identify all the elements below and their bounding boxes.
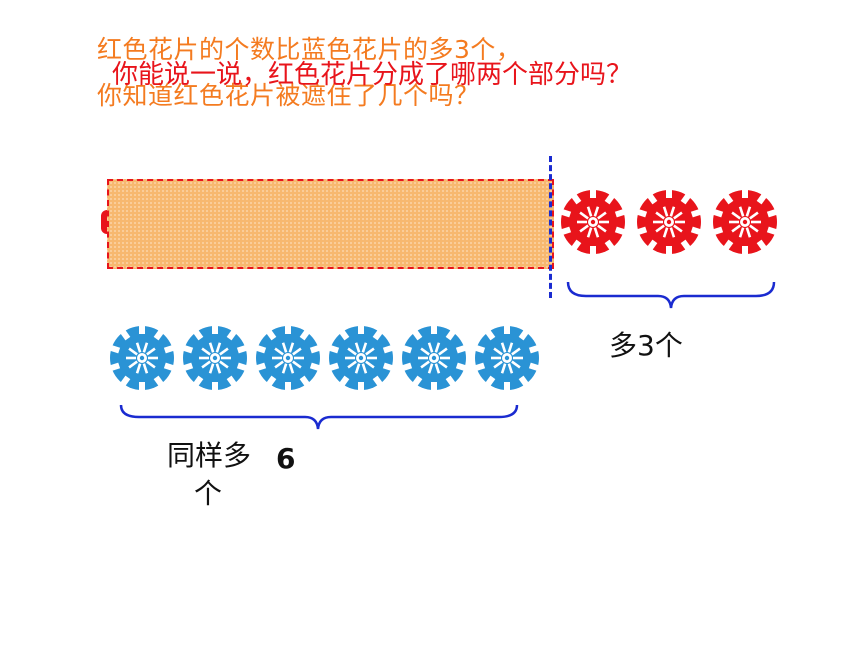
blue-flower-chip-icon [401, 325, 467, 391]
red-flower-row [560, 189, 781, 255]
brace-more [566, 281, 776, 309]
prompt-line-1: 红色花片的个数比蓝色花片的多3个， [97, 35, 522, 64]
blue-flower-chip-icon [328, 325, 394, 391]
blue-flower-row [109, 325, 550, 391]
brace-same [119, 404, 519, 430]
six-label: 6 [276, 442, 296, 475]
red-flower-chip-icon [712, 189, 778, 255]
prompt-line-2: 你知道红色花片被遮住了几个吗？ [97, 81, 480, 110]
same-many-label: 同样多 [167, 439, 252, 472]
more-three-label: 多3个 [609, 329, 683, 362]
blue-flower-chip-icon [109, 325, 175, 391]
hidden-red-flower-edge [101, 210, 111, 234]
blue-flower-chip-icon [255, 325, 321, 391]
blue-flower-chip-icon [474, 325, 540, 391]
blue-flower-chip-icon [182, 325, 248, 391]
divider-line [549, 156, 552, 298]
unit-label: 个 [194, 477, 223, 510]
question-text: 你能说一说，红色花片分成了哪两个部分吗？ [112, 60, 633, 90]
red-flower-chip-icon [560, 189, 626, 255]
cover-box [107, 179, 554, 269]
red-flower-chip-icon [636, 189, 702, 255]
